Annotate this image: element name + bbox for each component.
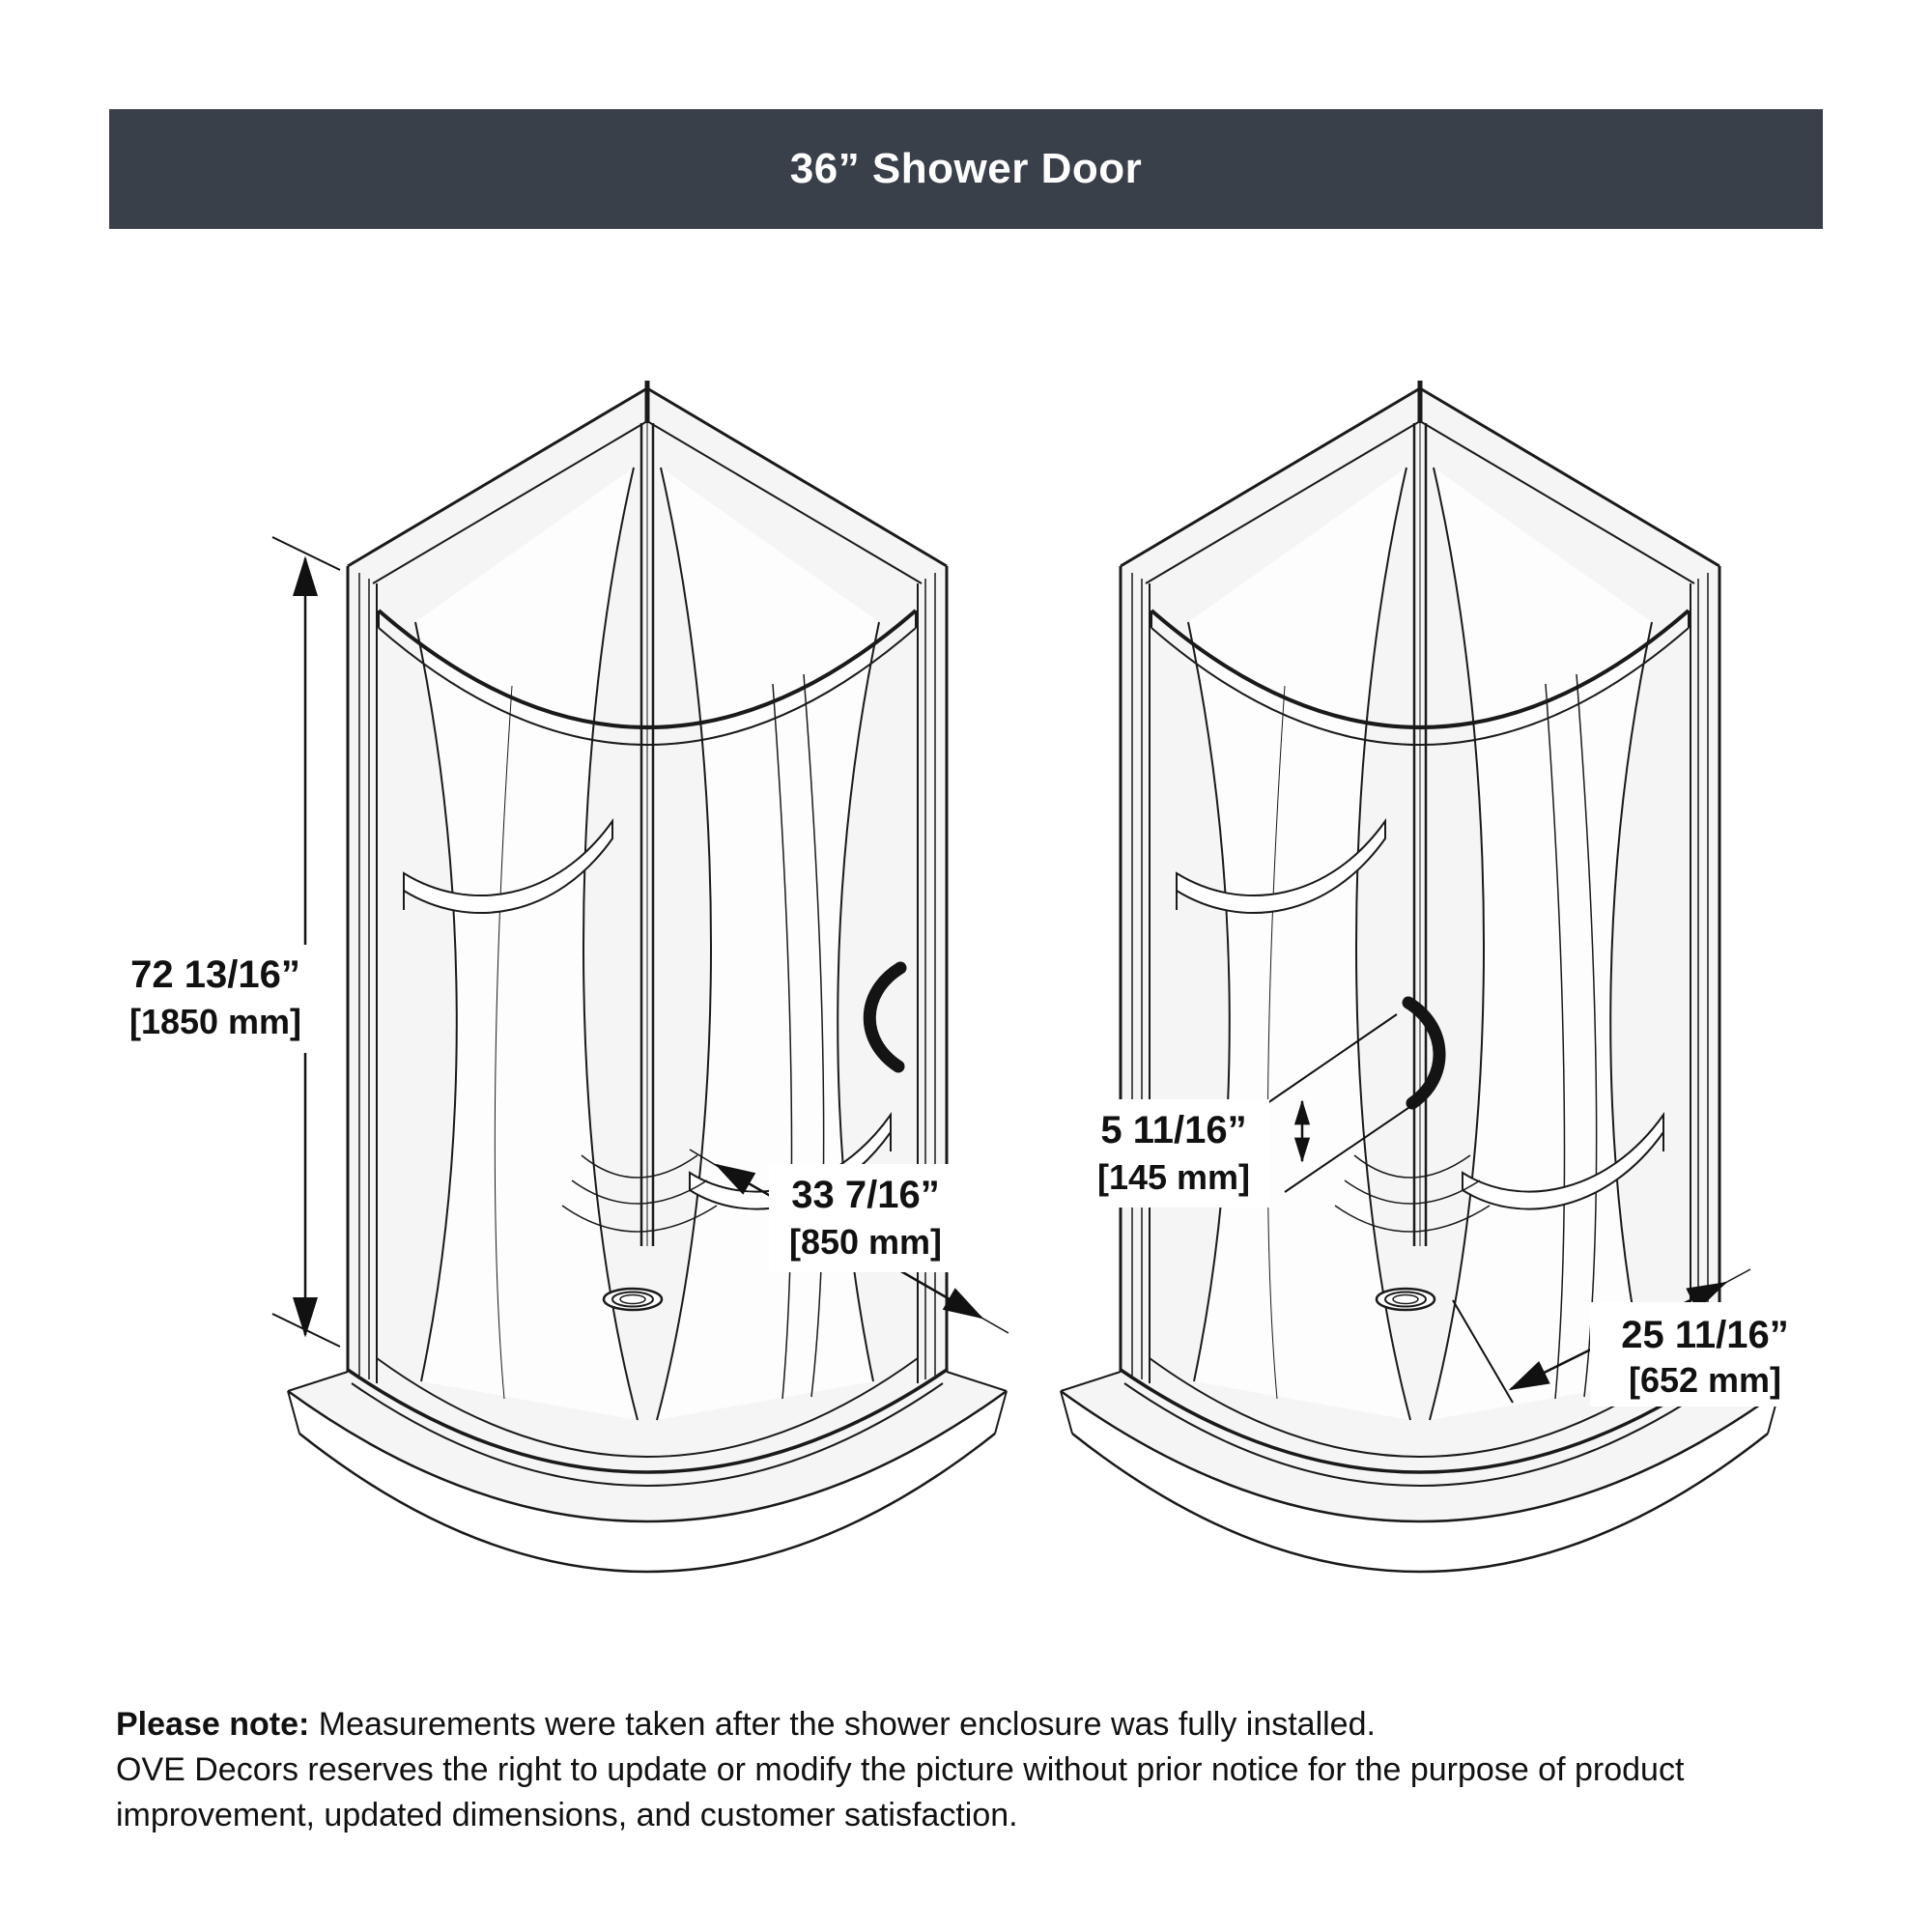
footer-line-2: OVE Decors reserves the right to update …	[116, 1751, 1685, 1788]
footer-line-3: improvement, updated dimensions, and cus…	[116, 1797, 1018, 1833]
width-dimension-mm: [850 mm]	[789, 1222, 942, 1262]
opening-dimension-inches: 25 11/16”	[1621, 1314, 1789, 1356]
footer-note-label: Please note:	[116, 1706, 310, 1743]
left-shower-drawing	[288, 381, 1007, 1572]
height-dimension-mm: [1850 mm]	[129, 1002, 301, 1041]
width-dimension-inches: 33 7/16”	[791, 1174, 939, 1216]
door-handle-left-drawing	[863, 961, 907, 1073]
handle-dimension-inches: 5 11/16”	[1100, 1109, 1246, 1151]
header-bar: 36” Shower Door	[109, 109, 1823, 229]
footer-line-1: Please note: Measurements were taken aft…	[116, 1702, 1835, 1747]
footer-note: Please note: Measurements were taken aft…	[116, 1702, 1835, 1838]
opening-dimension-mm: [652 mm]	[1629, 1360, 1781, 1400]
handle-dimension-mm: [145 mm]	[1097, 1157, 1250, 1197]
handle-dimension: 5 11/16” [145 mm]	[1078, 1013, 1425, 1208]
height-dimension-inches: 72 13/16”	[130, 953, 300, 996]
width-dimension: 33 7/16” [850 mm]	[689, 1149, 1009, 1334]
right-shower-drawing	[1061, 381, 1779, 1572]
opening-dimension: 25 11/16” [652 mm]	[1452, 1268, 1820, 1406]
page-title: 36” Shower Door	[789, 145, 1143, 192]
door-handle-right-drawing	[1402, 996, 1446, 1110]
height-dimension: 72 13/16” [1850 mm]	[111, 536, 341, 1348]
footer-note-text: Measurements were taken after the shower…	[309, 1706, 1376, 1743]
